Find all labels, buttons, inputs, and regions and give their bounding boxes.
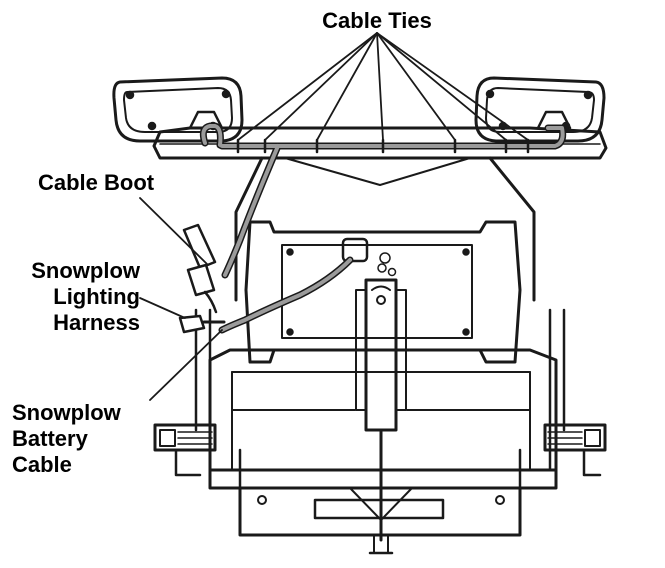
cable-boot-leader: [139, 197, 209, 266]
label-battery-cable-line-2: Battery: [12, 426, 88, 451]
label-battery-cable-line-3: Cable: [12, 452, 72, 477]
mount-plate: [208, 348, 558, 537]
lighting-harness-leader: [139, 297, 186, 319]
label-lighting-harness-line-2: Lighting: [53, 284, 140, 309]
label-cable-boot: Cable Boot: [38, 170, 155, 195]
label-lighting-harness: Snowplow Lighting Harness: [10, 258, 140, 336]
label-lighting-harness-line-1: Snowplow: [31, 258, 140, 283]
cable-ties-leaders: [237, 32, 529, 141]
label-battery-cable-line-1: Snowplow: [12, 400, 121, 425]
lift-frame: [234, 156, 536, 364]
right-side-bracket: [518, 308, 607, 502]
lighting-harness-connector: [178, 314, 226, 334]
label-cable-ties: Cable Ties: [322, 8, 432, 33]
battery-cable-leader: [149, 329, 223, 401]
lift-cylinder: [355, 278, 407, 555]
label-battery-cable: Snowplow Battery Cable: [12, 400, 121, 478]
left-side-bracket: [153, 308, 242, 502]
cable-boot: [182, 223, 218, 314]
label-lighting-harness-line-3: Harness: [53, 310, 140, 335]
cable-tie-marks: [236, 138, 530, 154]
